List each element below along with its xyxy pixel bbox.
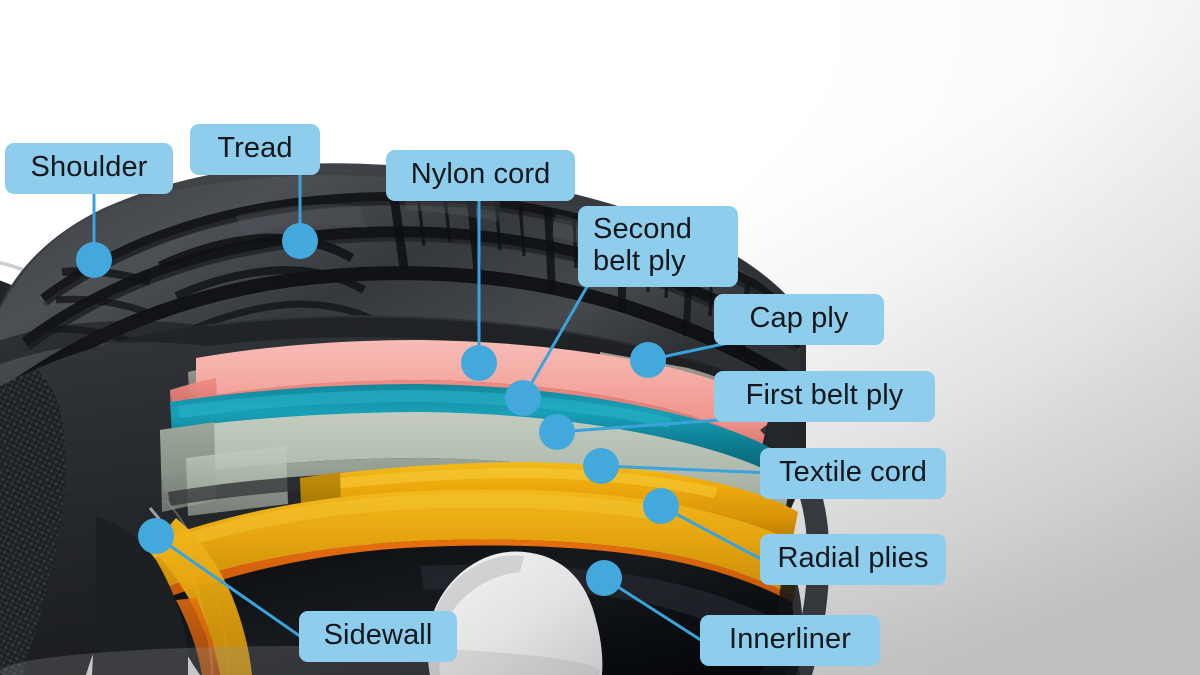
nylon-cord-layer xyxy=(196,340,772,446)
callout-label-radial-plies: Radial plies xyxy=(760,534,946,585)
callout-label-textile-cord: Textile cord xyxy=(760,448,946,499)
first-belt-ply-layer xyxy=(160,412,790,532)
second-belt-ply-layer xyxy=(170,384,778,480)
callout-label-shoulder: Shoulder xyxy=(5,143,173,194)
callout-label-tread: Tread xyxy=(190,124,320,175)
nylon-cord-edge xyxy=(196,380,762,462)
callout-label-nylon-cord: Nylon cord xyxy=(386,150,575,201)
callout-label-second-belt-ply: Second belt ply xyxy=(578,206,738,287)
callout-label-sidewall: Sidewall xyxy=(299,611,457,662)
callout-label-cap-ply: Cap ply xyxy=(714,294,884,345)
callout-label-first-belt-ply: First belt ply xyxy=(714,371,935,422)
callout-label-innerliner: Innerliner xyxy=(700,615,880,666)
